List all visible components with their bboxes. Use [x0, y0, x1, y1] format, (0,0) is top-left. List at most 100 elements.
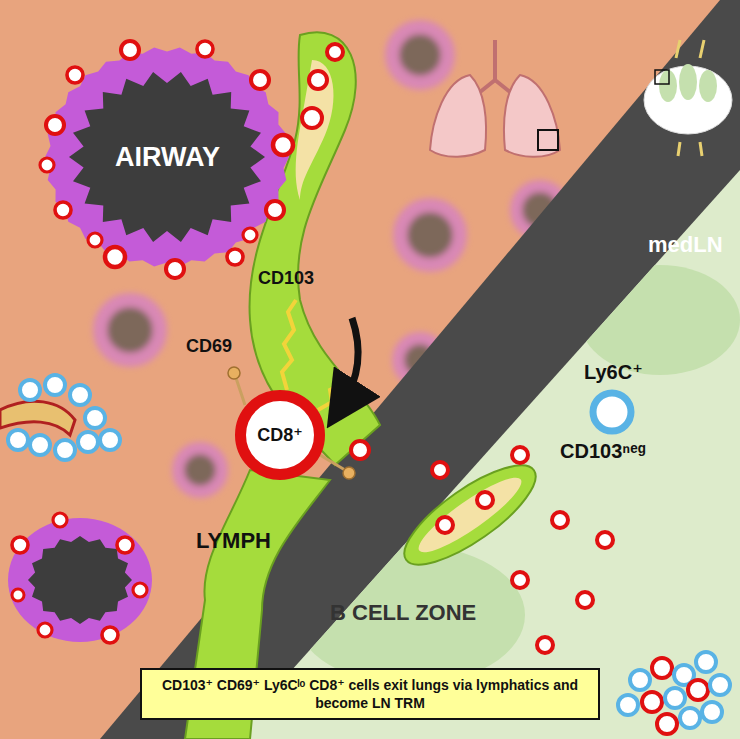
lung-icon-part — [538, 130, 558, 150]
t-cells-part — [512, 447, 528, 463]
cell-cluster-lung-part — [100, 430, 120, 450]
follicles — [295, 265, 740, 685]
medln-icon-part — [699, 70, 717, 102]
ly6c-cell — [593, 393, 631, 431]
t-cell — [55, 202, 71, 218]
lymph-vessel-part — [296, 60, 334, 200]
lymph-vessel-part — [391, 449, 549, 581]
cell-cluster-lung-part — [20, 380, 40, 400]
t-cell — [67, 67, 83, 83]
cell-cluster-ln — [618, 652, 730, 734]
t-cell — [251, 71, 269, 89]
t-cells-part — [537, 637, 553, 653]
medln-icon — [644, 40, 732, 156]
region-label: LYMPH — [196, 528, 271, 554]
airway-label: AIRWAY — [115, 142, 220, 173]
alveoli-part — [178, 448, 222, 492]
receptors-part — [320, 455, 345, 470]
cell-cluster-ln-part — [618, 695, 638, 715]
receptors-part — [236, 378, 245, 405]
cell-cluster-lung-part — [8, 430, 28, 450]
caption-text: CD103⁺ CD69⁺ Ly6Cˡᵒ CD8⁺ cells exit lung… — [154, 676, 586, 712]
alveoli-part — [400, 205, 460, 265]
blood-vessel — [0, 401, 75, 435]
marker-label: CD103 — [258, 268, 314, 289]
medln-icon-part — [655, 70, 669, 84]
cell-cluster-ln-part — [630, 670, 650, 690]
t-cells-part — [597, 532, 613, 548]
t-cell — [121, 41, 139, 59]
t-cells-part — [432, 462, 448, 478]
t-cell — [40, 158, 54, 172]
t-cells — [214, 44, 613, 698]
t-cell — [88, 233, 102, 247]
t-cells-part — [512, 572, 528, 588]
cell-cluster-ln-part — [696, 652, 716, 672]
t-cell — [105, 247, 125, 267]
t-cell — [133, 583, 147, 597]
t-cells-part — [477, 492, 493, 508]
t-cell — [53, 513, 67, 527]
follicles-part — [295, 545, 525, 685]
cell-cluster-lung-part — [70, 385, 90, 405]
cell-cluster-ln-part — [680, 708, 700, 728]
medln-icon-part — [659, 70, 677, 102]
airway-small-part — [28, 536, 132, 624]
t-cell — [12, 537, 28, 553]
lymph-vessel-part-part — [411, 468, 529, 562]
cell-cluster-ln-part — [710, 675, 730, 695]
caption-box: CD103⁺ CD69⁺ Ly6Cˡᵒ CD8⁺ cells exit lung… — [140, 668, 600, 720]
cell-cluster-ln-part — [688, 680, 708, 700]
lung-icon-part — [430, 75, 486, 157]
t-cell — [273, 135, 293, 155]
receptors-part — [343, 467, 355, 479]
marker-label: Ly6C⁺ — [584, 360, 643, 384]
t-cells-part — [351, 441, 369, 459]
lung-icon — [430, 40, 560, 157]
lung-icon-part — [504, 75, 560, 157]
airway-shape-part — [69, 72, 265, 242]
cd8-t-cell: CD8⁺ — [235, 390, 325, 480]
t-cell — [102, 627, 118, 643]
receptors — [228, 300, 355, 479]
t-cell — [197, 41, 213, 57]
t-cells-part — [577, 592, 593, 608]
airway: AIRWAY — [35, 35, 300, 280]
airway-shape-part — [45, 48, 289, 267]
region-label: B CELL ZONE — [330, 600, 476, 626]
follicles-part — [580, 265, 740, 375]
ly6c-cell-part — [593, 393, 631, 431]
t-cell — [46, 116, 64, 134]
lymph-vessel-part-part — [391, 449, 549, 581]
t-cells-part — [552, 512, 568, 528]
t-cell — [117, 537, 133, 553]
receptors-part — [318, 384, 342, 410]
cell-label: CD8⁺ — [257, 424, 303, 446]
t-cell — [38, 623, 52, 637]
cell-cluster-ln-part — [657, 714, 677, 734]
cell-cluster-ln-part — [642, 692, 662, 712]
cell-cluster-lung — [8, 375, 120, 460]
t-cell — [12, 589, 24, 601]
cell-cluster-ln-part — [652, 658, 672, 678]
airway-small-part — [8, 518, 152, 642]
t-cells-part — [302, 108, 322, 128]
alveoli-part — [100, 300, 160, 360]
cell-cluster-lung-part — [85, 408, 105, 428]
organ-label: medLN — [648, 232, 723, 258]
marker-label: CD103ⁿᵉᵍ — [560, 440, 646, 463]
receptors-part — [282, 300, 296, 390]
t-cell — [266, 201, 284, 219]
alveoli-part — [392, 27, 448, 83]
receptors-part — [228, 367, 240, 379]
airway-small — [8, 513, 152, 643]
cell-cluster-ln-part — [702, 702, 722, 722]
flow-arrow — [342, 318, 358, 405]
t-cell — [166, 260, 184, 278]
t-cell — [227, 249, 243, 265]
cell-cluster-lung-part — [45, 375, 65, 395]
t-cells-part — [309, 71, 327, 89]
cell-cluster-lung-part — [30, 435, 50, 455]
